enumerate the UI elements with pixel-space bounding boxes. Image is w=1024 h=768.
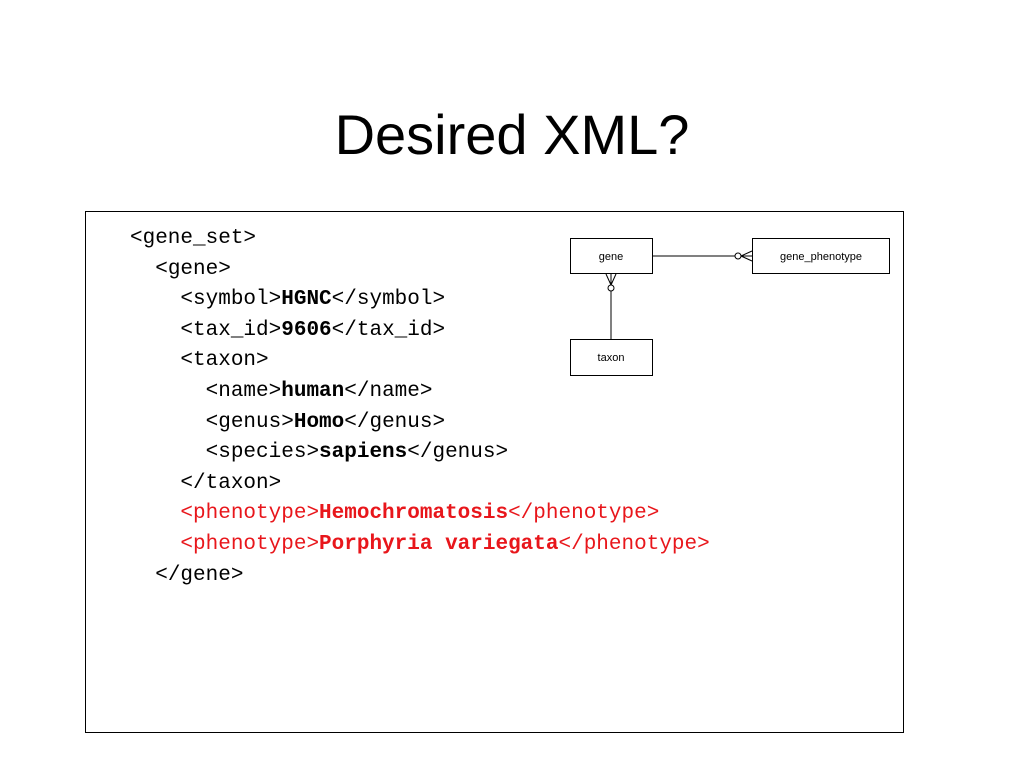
code-line: <phenotype>Hemochromatosis</phenotype>	[130, 499, 710, 530]
xml-close-tag: </symbol>	[331, 288, 446, 312]
xml-value: Porphyria variegata	[319, 532, 559, 556]
code-line: </gene>	[130, 561, 710, 592]
xml-close-tag: </genus>	[407, 441, 509, 465]
xml-open-tag: <phenotype>	[180, 532, 320, 556]
xml-close-tag: </phenotype>	[508, 502, 660, 526]
code-line: <gene>	[130, 255, 710, 286]
xml-value: human	[281, 379, 345, 403]
entity-gene: gene	[570, 238, 653, 274]
xml-code-box: <gene_set> <gene> <symbol>HGNC</symbol> …	[85, 211, 904, 733]
code-line: <symbol>HGNC</symbol>	[130, 285, 710, 316]
xml-value: sapiens	[319, 441, 408, 465]
code-line: </taxon>	[130, 469, 710, 500]
code-line: <name>human</name>	[130, 377, 710, 408]
relation-gene-taxon	[605, 273, 617, 339]
xml-value: Homo	[293, 410, 345, 434]
entity-taxon: taxon	[570, 339, 653, 376]
xml-open-tag: <phenotype>	[180, 502, 320, 526]
xml-close-tag: </name>	[344, 379, 433, 403]
code-line: <genus>Homo</genus>	[130, 408, 710, 439]
entity-gene-label: gene	[599, 251, 623, 263]
code-line: <species>sapiens</genus>	[130, 438, 710, 469]
xml-open-tag: <symbol>	[180, 288, 282, 312]
xml-value: Hemochromatosis	[319, 502, 509, 526]
xml-close-tag: </genus>	[344, 410, 446, 434]
xml-open-tag: <taxon>	[180, 349, 269, 373]
entity-gene-phenotype-label: gene_phenotype	[780, 251, 862, 263]
er-diagram: gene gene_phenotype taxon	[570, 238, 890, 376]
xml-value: 9606	[281, 318, 332, 342]
xml-open-tag: <gene_set>	[130, 227, 257, 250]
xml-code-listing: <gene_set> <gene> <symbol>HGNC</symbol> …	[130, 224, 710, 591]
slide-title: Desired XML?	[334, 103, 690, 166]
xml-open-tag: <name>	[205, 379, 282, 403]
xml-open-tag: </gene>	[155, 563, 244, 587]
xml-close-tag: </tax_id>	[331, 318, 446, 342]
xml-close-tag: </phenotype>	[558, 532, 710, 556]
xml-open-tag: <genus>	[205, 410, 294, 434]
relation-gene-gene-phenotype	[653, 250, 753, 262]
xml-open-tag: <gene>	[155, 257, 231, 281]
xml-open-tag: </taxon>	[180, 471, 282, 495]
entity-gene-phenotype: gene_phenotype	[752, 238, 890, 274]
code-line: <phenotype>Porphyria variegata</phenotyp…	[130, 530, 710, 561]
code-line: <tax_id>9606</tax_id>	[130, 316, 710, 347]
xml-open-tag: <species>	[205, 441, 320, 465]
xml-open-tag: <tax_id>	[180, 318, 282, 342]
code-line: <gene_set>	[130, 224, 710, 255]
code-line: <taxon>	[130, 346, 710, 377]
entity-taxon-label: taxon	[598, 352, 625, 364]
xml-value: HGNC	[281, 288, 332, 312]
